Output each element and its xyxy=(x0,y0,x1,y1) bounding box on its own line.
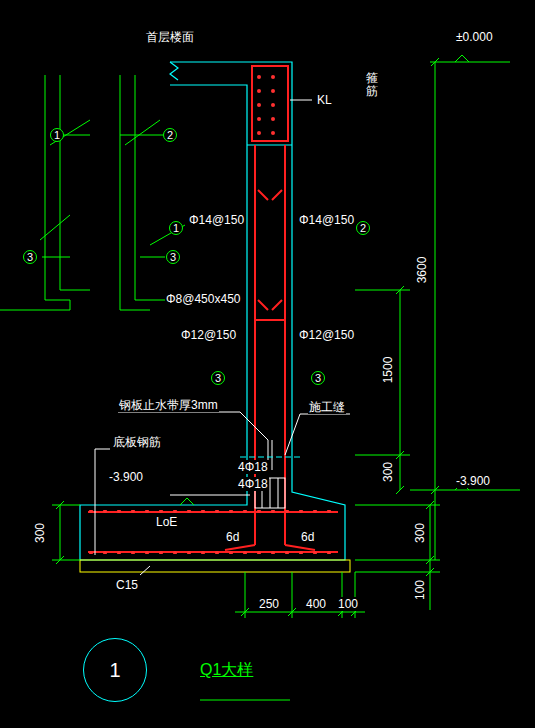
annotation: -3.900 xyxy=(108,470,144,484)
annotation: 首层楼面 xyxy=(145,30,195,44)
callout-circle: 3 xyxy=(211,371,225,385)
annotation: Φ12@150 xyxy=(298,328,355,342)
annotation: 4Φ18 xyxy=(237,477,269,491)
dimension-text: 300 xyxy=(381,461,395,483)
callout-number: 3 xyxy=(170,252,176,263)
annotation: 4Φ18 xyxy=(237,460,269,474)
annotation: Φ14@150 xyxy=(188,213,245,227)
waterstop xyxy=(255,440,285,508)
annotation: Φ14@150 xyxy=(298,213,355,227)
dimension-text: 300 xyxy=(33,522,47,544)
callout-number: 2 xyxy=(167,130,173,141)
annotation: LoE xyxy=(155,515,178,529)
callout-circle: 3 xyxy=(166,250,180,264)
c15-pad xyxy=(80,560,350,572)
detail-circle: 1 xyxy=(83,638,147,702)
beam-bars xyxy=(255,70,285,138)
left-sketch xyxy=(0,75,185,310)
annotation: 6d xyxy=(225,530,240,544)
annotation: 400 xyxy=(305,597,327,611)
dimension-text: 3600 xyxy=(415,256,429,285)
annotation: 箍筋 xyxy=(365,72,379,98)
annotation: 250 xyxy=(258,597,280,611)
slab-bars xyxy=(85,548,340,554)
callout-number: 2 xyxy=(360,223,366,234)
annotation: ±0.000 xyxy=(455,30,494,44)
dimension-text: 100 xyxy=(413,579,427,601)
wall-outline xyxy=(80,62,345,560)
annotation: 6d xyxy=(300,530,315,544)
annotation: C15 xyxy=(115,578,139,592)
slab-bars xyxy=(85,510,340,516)
annotation: -3.900 xyxy=(455,474,491,488)
callout-number: 1 xyxy=(173,223,179,234)
dimension-text: 1500 xyxy=(381,356,395,385)
dimension-lines xyxy=(52,55,520,700)
annotation: Φ12@150 xyxy=(180,328,237,342)
drawing-title: Q1大样 xyxy=(200,660,253,681)
callout-number: 1 xyxy=(54,130,60,141)
callout-number: 1 xyxy=(109,659,120,681)
annotation: 底板钢筋 xyxy=(112,435,162,449)
callout-number: 3 xyxy=(27,252,33,263)
callout-circle: 1 xyxy=(50,128,64,142)
callout-circle: 2 xyxy=(356,221,370,235)
callout-number: 3 xyxy=(215,373,221,384)
callout-number: 3 xyxy=(315,373,321,384)
rebar xyxy=(88,66,338,552)
annotation: 钢板止水带厚3mm xyxy=(118,398,219,412)
construction-joint xyxy=(240,457,300,458)
callout-circle: 3 xyxy=(23,250,37,264)
annotation: 100 xyxy=(337,597,359,611)
annotation: Φ8@450x450 xyxy=(165,292,241,306)
callout-circle: 1 xyxy=(169,221,183,235)
annotation: 施工缝 xyxy=(308,400,346,414)
annotation: KL xyxy=(316,93,333,107)
dimension-text: 300 xyxy=(413,522,427,544)
callout-circle: 3 xyxy=(311,371,325,385)
callout-circle: 2 xyxy=(163,128,177,142)
